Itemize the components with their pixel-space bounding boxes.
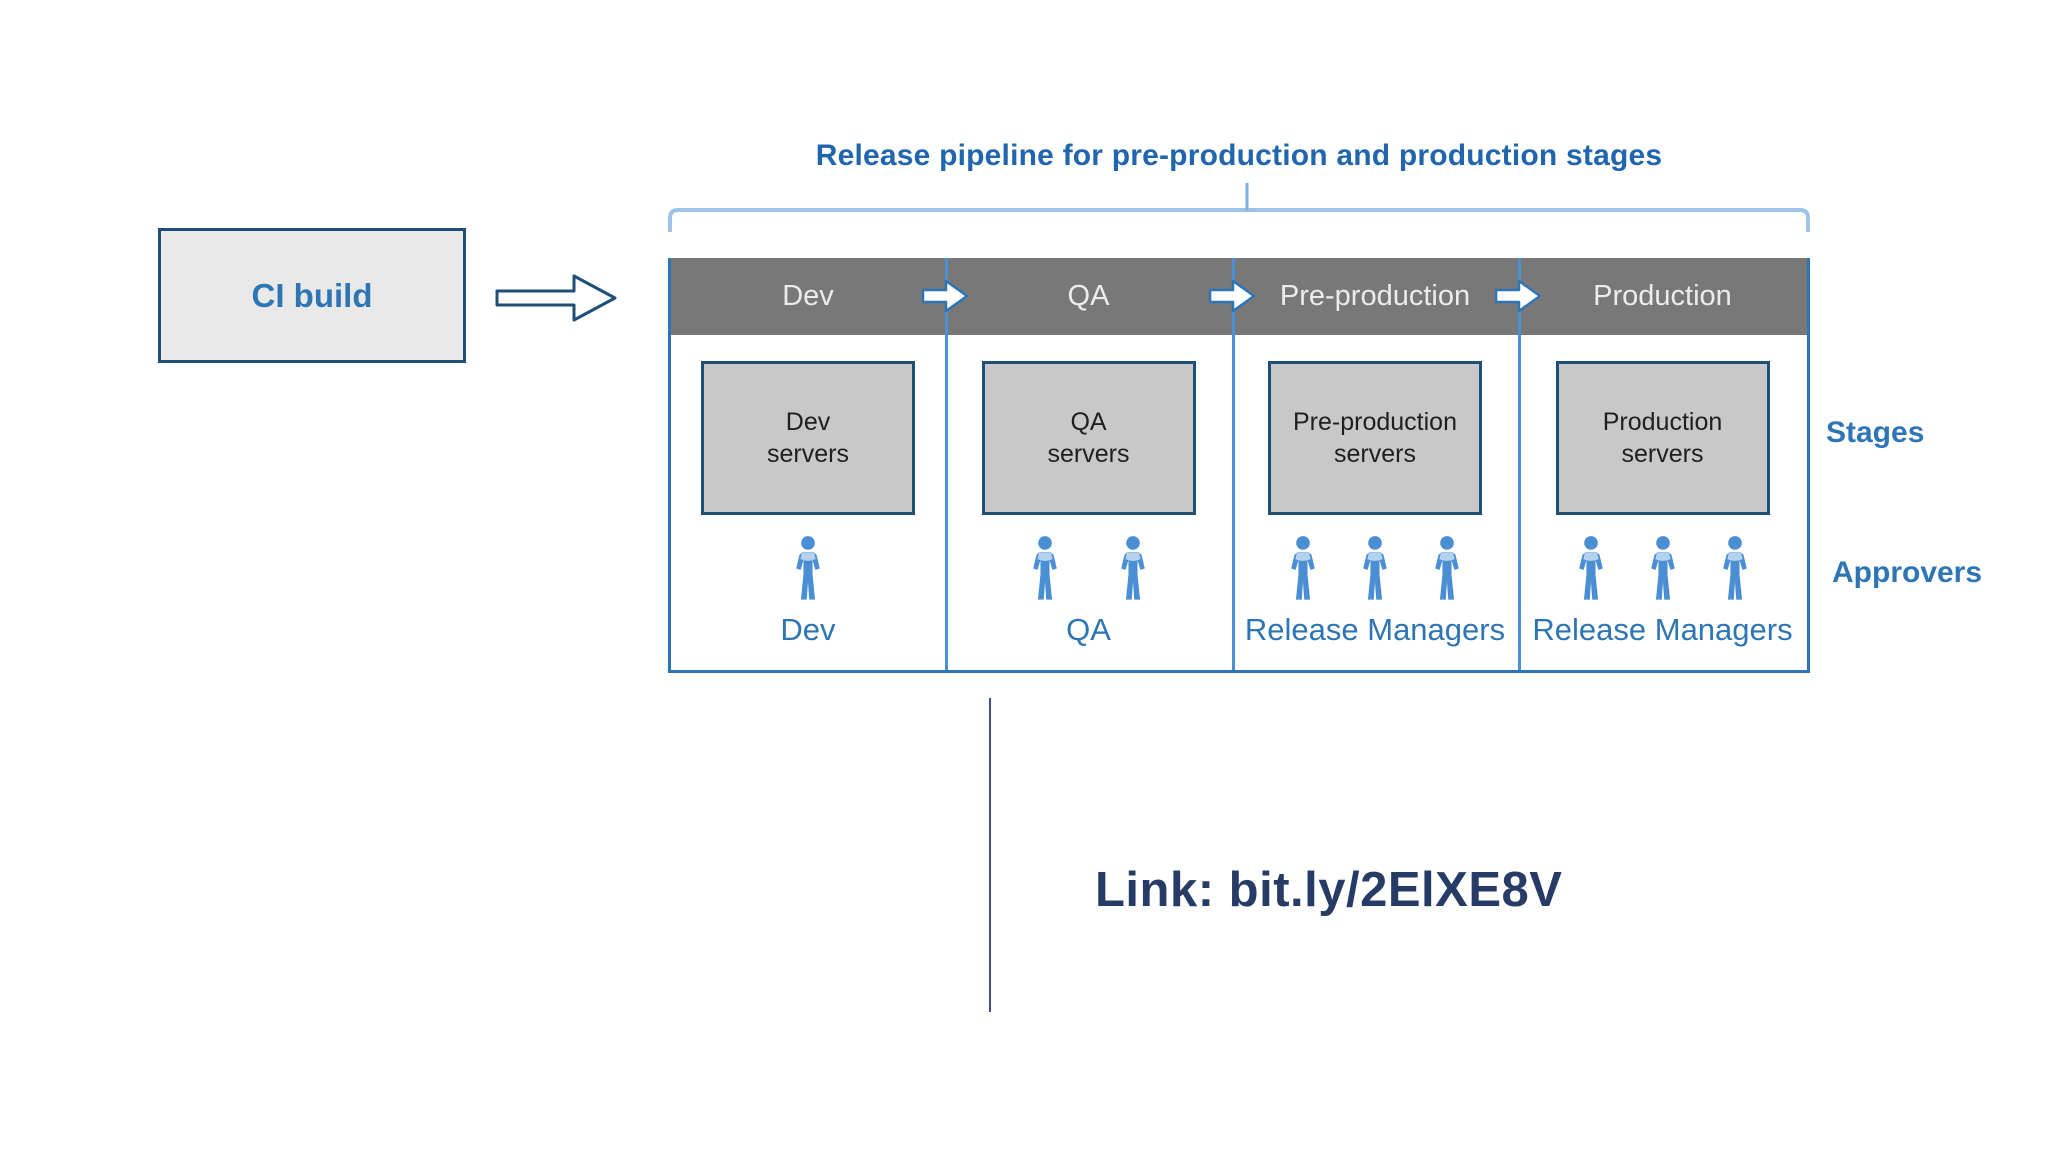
server-box-label: QA xyxy=(1070,407,1107,436)
person-icon xyxy=(1430,533,1464,603)
stage-column-qa: QA servers QA xyxy=(945,335,1232,670)
flow-arrow-icon xyxy=(495,274,617,322)
vertical-divider-line xyxy=(989,698,991,1012)
ci-build-box: CI build xyxy=(158,228,466,363)
stage-arrow-icon xyxy=(921,276,969,316)
column-divider xyxy=(945,258,948,670)
pipeline-table: Dev QA Pre-production Production Dev ser… xyxy=(668,258,1810,673)
pipeline-header: Dev QA Pre-production Production xyxy=(671,258,1807,335)
pipeline-body: Dev servers Dev QA servers QA Pre-produc… xyxy=(671,335,1807,670)
person-icon xyxy=(1116,533,1150,603)
stage-column-production: Production servers Release Managers xyxy=(1518,335,1807,670)
server-box-label: servers xyxy=(1334,440,1416,468)
server-box-label: servers xyxy=(1621,440,1704,468)
stage-arrow-icon xyxy=(1494,276,1542,316)
page-title: Release pipeline for pre-production and … xyxy=(815,139,1663,172)
stage-header-production: Production xyxy=(1593,280,1732,312)
person-icon xyxy=(1358,533,1392,603)
stage-header-qa: QA xyxy=(1067,280,1110,312)
approver-label: Dev xyxy=(780,612,836,647)
stage-header-dev: Dev xyxy=(782,280,834,312)
server-box-label: Dev xyxy=(785,407,831,436)
server-box-label: Production xyxy=(1602,407,1723,436)
ci-build-label: CI build xyxy=(251,276,373,314)
stage-column-dev: Dev servers Dev xyxy=(671,335,945,670)
pre-production-servers-box: Pre-production servers xyxy=(1268,361,1482,515)
stages-label: Stages xyxy=(1826,416,1925,449)
server-box-label: servers xyxy=(1047,440,1130,468)
person-icon xyxy=(1646,533,1680,603)
approver-icons xyxy=(1518,533,1807,603)
person-icon xyxy=(1028,533,1062,603)
person-icon xyxy=(1718,533,1752,603)
production-servers-box: Production servers xyxy=(1555,361,1770,515)
person-icon xyxy=(791,533,825,603)
dev-servers-box: Dev servers xyxy=(701,361,915,515)
column-divider xyxy=(1232,258,1235,670)
person-icon xyxy=(1286,533,1320,603)
person-icon xyxy=(1574,533,1608,603)
stage-header-pre-production: Pre-production xyxy=(1279,280,1471,312)
approver-label: Release Managers xyxy=(1532,612,1793,647)
approver-icons xyxy=(671,533,945,603)
approver-label: Release Managers xyxy=(1244,612,1506,647)
brace-bracket xyxy=(668,183,1810,232)
approver-icons xyxy=(1232,533,1518,603)
stage-column-pre-production: Pre-production servers Release Managers xyxy=(1232,335,1518,670)
approvers-label: Approvers xyxy=(1832,556,1983,589)
column-divider xyxy=(1518,258,1521,670)
approver-label: QA xyxy=(1066,612,1111,647)
approver-icons xyxy=(945,533,1232,603)
qa-servers-box: QA servers xyxy=(981,361,1196,515)
stage-arrow-icon xyxy=(1208,276,1256,316)
server-box-label: Pre-production xyxy=(1293,407,1457,436)
link-text: Link: bit.ly/2ElXE8V xyxy=(1095,863,1563,917)
server-box-label: servers xyxy=(767,440,849,468)
